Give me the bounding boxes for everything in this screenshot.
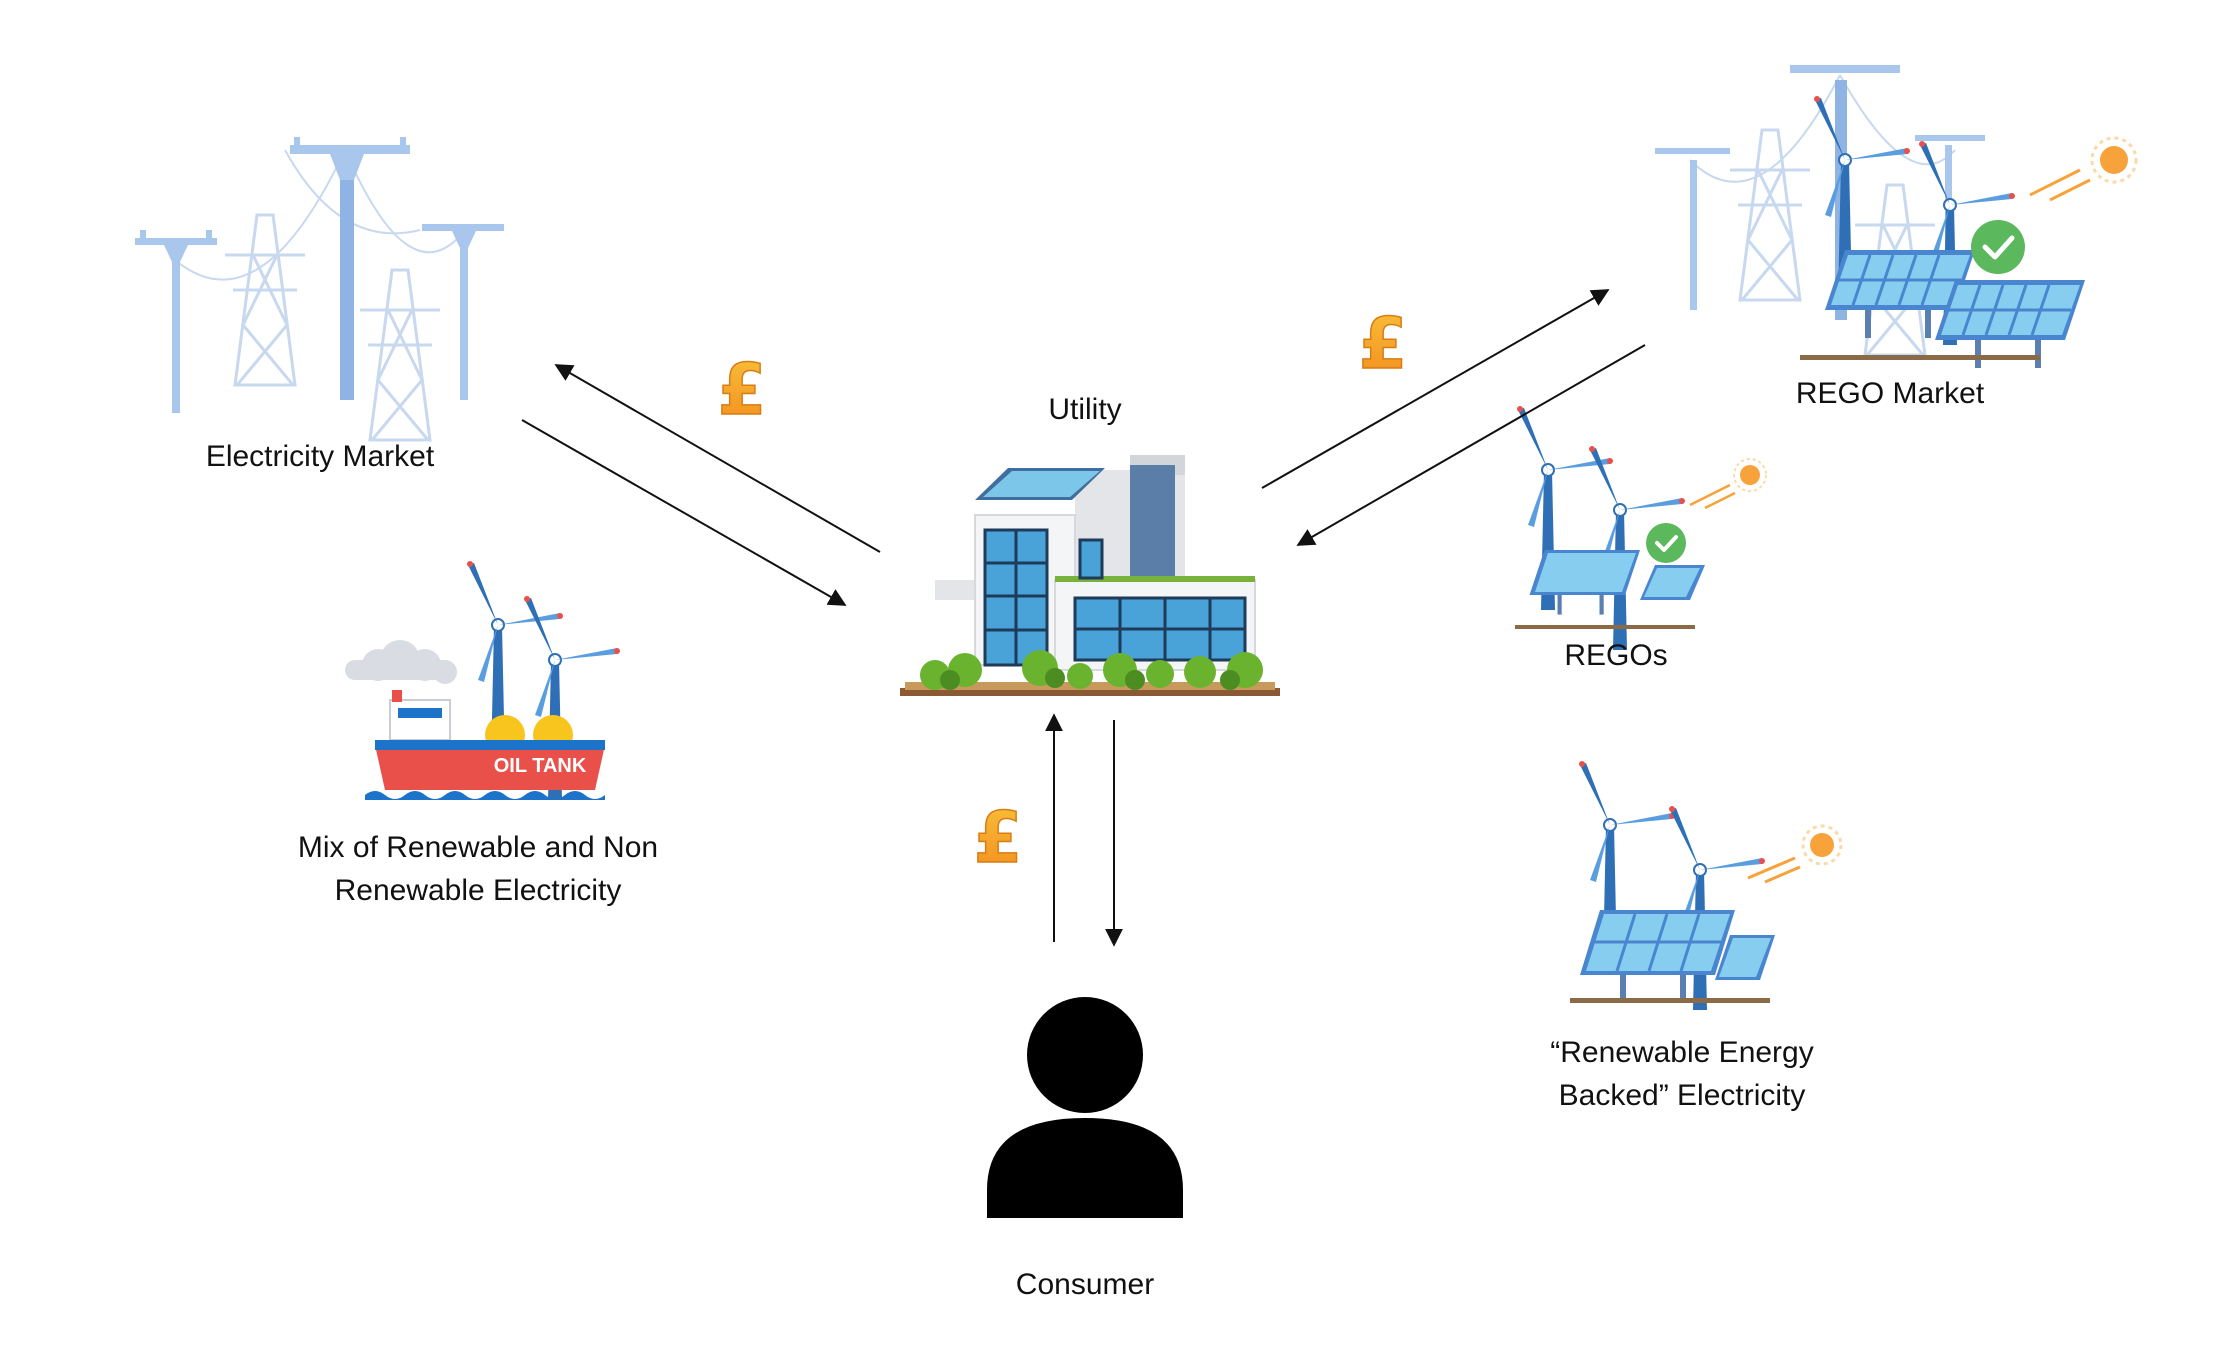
pound-icon-consumer: £ <box>974 797 1023 879</box>
rego-market-icon <box>1655 65 2138 370</box>
solar-wind-farm-icon <box>1570 760 1843 1011</box>
arrow-electricity-market-to-utility <box>521 419 847 606</box>
utility-label: Utility <box>1048 393 1121 426</box>
electricity-market-label: Electricity Market <box>206 440 435 473</box>
arrow-rego-market-to-utility <box>1296 344 1646 546</box>
mix-label-line2: Renewable Electricity <box>335 874 622 907</box>
person-icon <box>987 997 1183 1218</box>
pound-icon-electricity-market: £ <box>718 349 767 431</box>
mix-label-line1: Mix of Renewable and Non <box>298 831 658 864</box>
consumer-label: Consumer <box>1016 1268 1154 1301</box>
certified-solar-wind-icon <box>1515 405 1767 651</box>
utility-building-icon <box>900 455 1280 696</box>
arrow-utility-to-electricity-market <box>554 364 881 553</box>
payment-icons: £ £ £ <box>717 302 1408 880</box>
arrow-utility-to-rego-market <box>1261 289 1610 489</box>
rego-market-label: REGO Market <box>1796 377 1985 410</box>
oil-tanker-wind-icon: OIL TANK <box>345 560 621 801</box>
backed-label-line1: “Renewable Energy <box>1550 1036 1813 1069</box>
power-pylons-icon <box>135 137 504 442</box>
flow-arrows <box>521 289 1646 947</box>
oil-tank-text: OIL TANK <box>494 755 587 777</box>
regos-label: REGOs <box>1564 639 1667 672</box>
backed-label-line2: Backed” Electricity <box>1559 1079 1806 1112</box>
pound-icon-rego-market: £ <box>1359 303 1408 385</box>
